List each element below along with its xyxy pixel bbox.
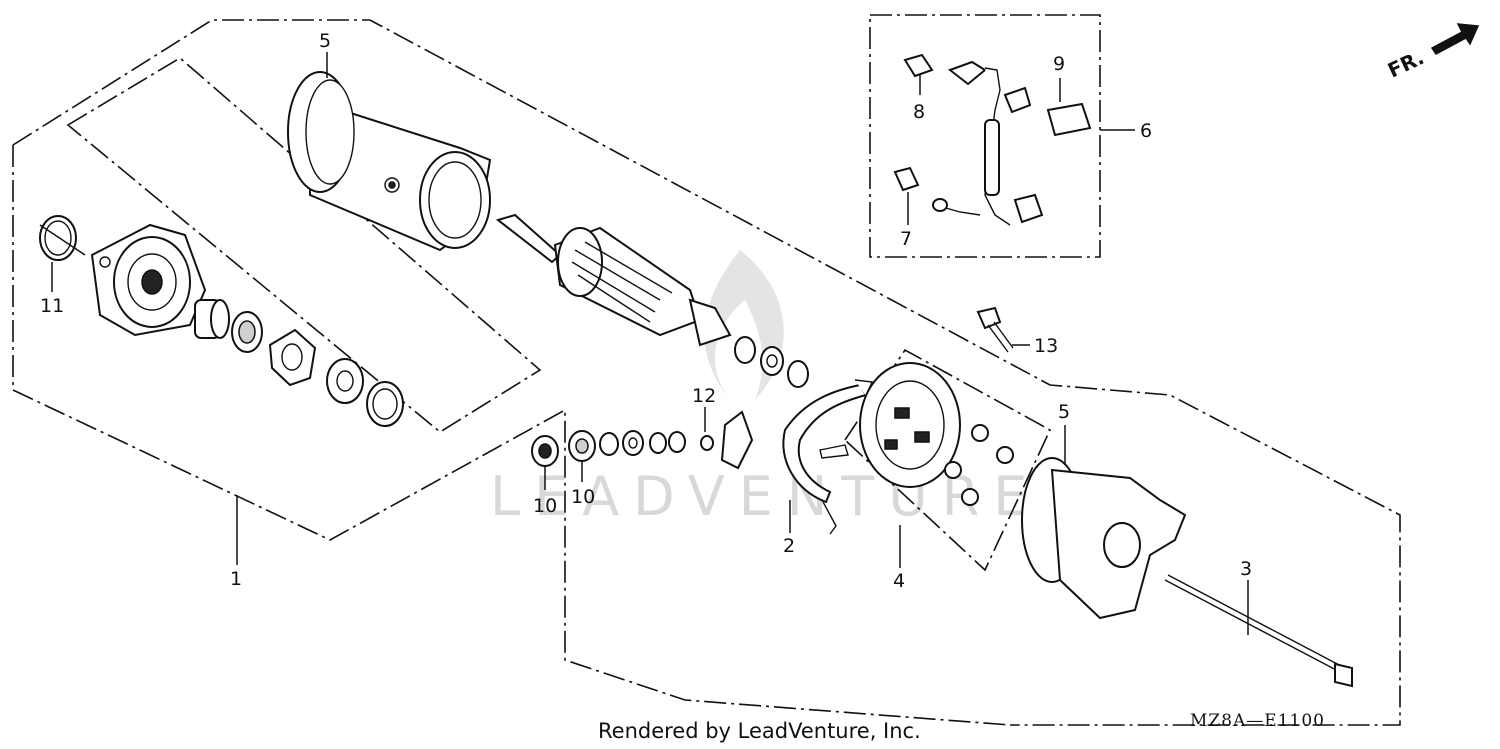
leader-lines	[39, 52, 1249, 635]
brush-holder-part-4	[859, 362, 1014, 506]
callout-11: 11	[40, 295, 64, 317]
assembly-boundaries	[12, 14, 1401, 726]
bolt-part-13	[976, 306, 1014, 353]
outer-boundary-left	[12, 19, 1401, 726]
callout-13: 13	[1034, 335, 1058, 357]
needle-bearing	[194, 299, 230, 339]
front-label: FR.	[1384, 45, 1428, 82]
callout-10-left: 10	[533, 495, 557, 517]
callout-10-right: 10	[571, 486, 595, 508]
rendered-by-credit: Rendered by LeadVenture, Inc.	[598, 719, 921, 743]
terminal-kit-part-6	[893, 53, 1092, 226]
diagram-code: MZ8A—E1100	[1190, 711, 1325, 731]
callout-2: 2	[783, 535, 795, 557]
bearing-seal	[231, 311, 263, 353]
armature	[495, 213, 732, 347]
callout-7: 7	[900, 228, 912, 250]
motor-case	[287, 71, 492, 252]
washer-thin	[366, 381, 404, 427]
through-bolt-part-3	[1164, 574, 1353, 688]
inner-boundary-front-cover	[66, 57, 542, 433]
callout-3: 3	[1240, 558, 1252, 580]
armature-washers	[734, 336, 809, 388]
callout-8: 8	[913, 101, 925, 123]
terminal-kit-box	[869, 14, 1101, 258]
callout-12: 12	[692, 385, 716, 407]
callout-4: 4	[893, 570, 905, 592]
callout-6: 6	[1140, 120, 1152, 142]
callout-9: 9	[1053, 53, 1065, 75]
front-direction-indicator: FR.	[1384, 23, 1480, 83]
outer-boundary-bottom	[12, 145, 1011, 726]
o-ring-part-11	[39, 215, 77, 261]
callout-labels: 5 11 1 10 10 12 2 4 5 3 13 8 9 6 7	[40, 30, 1252, 592]
callout-5-top: 5	[319, 30, 331, 52]
washer-large	[326, 358, 364, 404]
terminal-nuts-and-washers	[531, 430, 714, 467]
lock-plate	[268, 328, 317, 387]
front-cover	[90, 223, 207, 337]
callout-5-right: 5	[1058, 401, 1070, 423]
callout-1: 1	[230, 568, 242, 590]
rear-cover	[1021, 457, 1187, 620]
brush	[720, 410, 754, 470]
front-arrow-icon	[1430, 23, 1480, 55]
